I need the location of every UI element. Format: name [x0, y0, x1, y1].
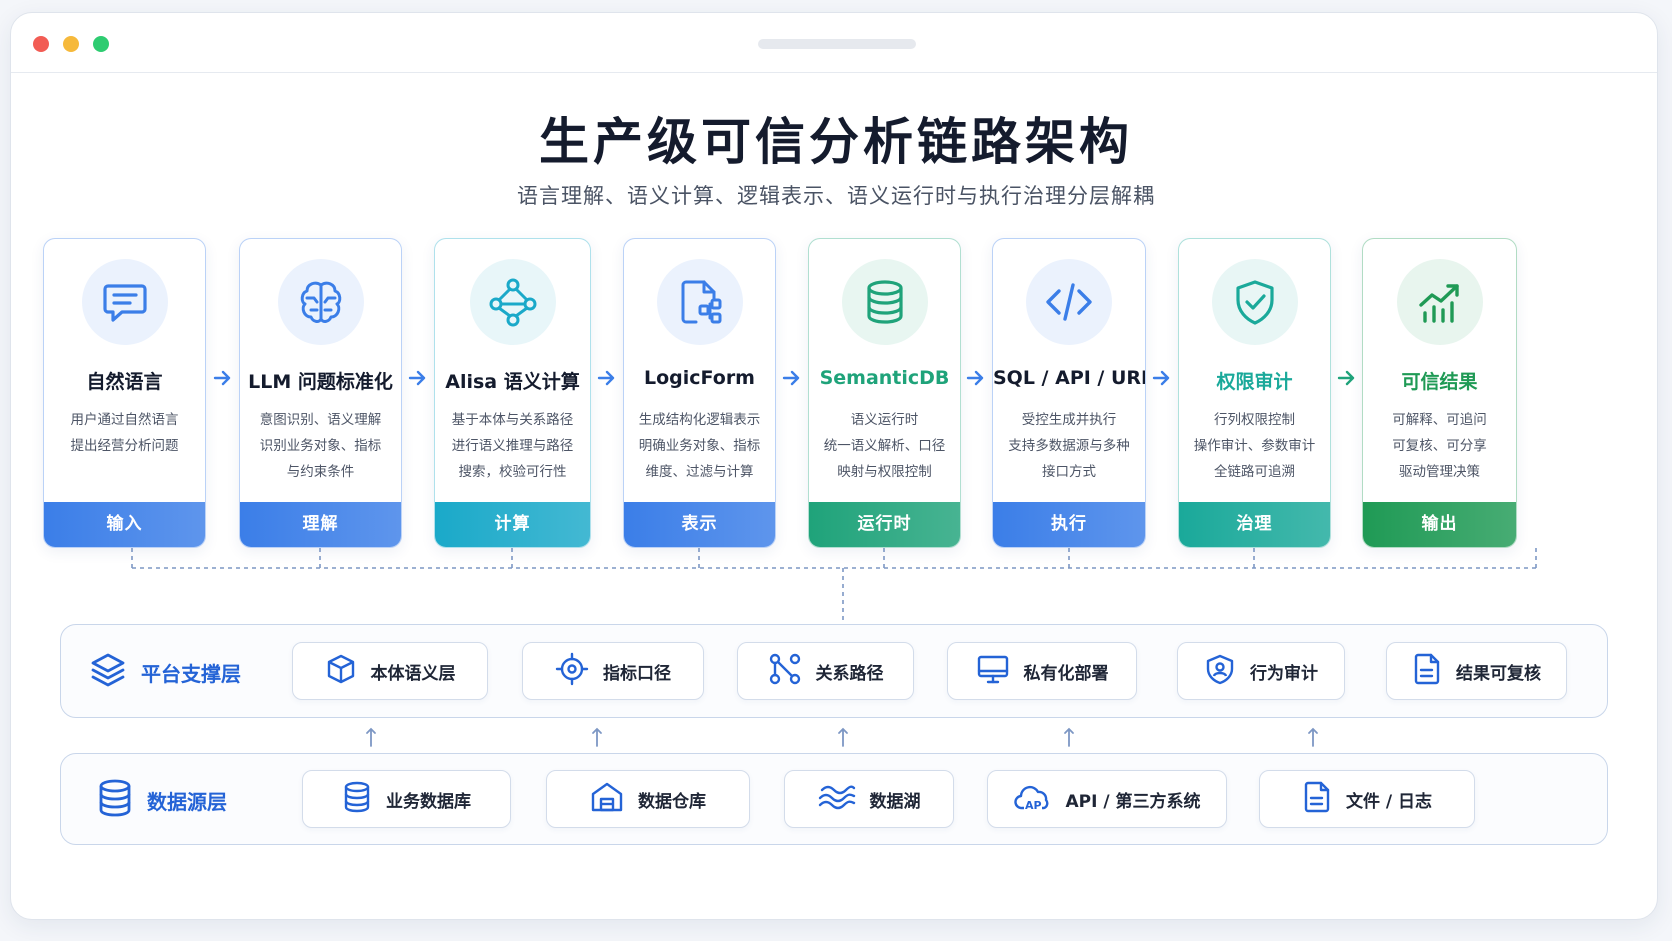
cube-icon	[325, 653, 357, 690]
chat-bubble-icon	[81, 259, 168, 345]
stage-label: 理解	[240, 502, 401, 547]
flow-arrow-icon	[408, 370, 426, 386]
pipeline-card-natural-language[interactable]: 自然语言 用户通过自然语言提出经营分析问题 输入	[43, 238, 206, 548]
monitor-icon	[976, 652, 1010, 691]
database-icon	[97, 778, 133, 823]
page-subtitle: 语言理解、语义计算、逻辑表示、语义运行时与执行治理分层解耦	[517, 184, 1155, 208]
platform-item-metric-definition[interactable]: 指标口径	[522, 642, 704, 700]
card-title: LogicForm	[644, 367, 755, 389]
minimize-window-button[interactable]	[63, 36, 79, 52]
card-description: 可解释、可追问可复核、可分享驱动管理决策	[1392, 412, 1487, 480]
code-icon	[1026, 259, 1112, 345]
data-source-files-logs[interactable]: 文件 / 日志	[1259, 770, 1475, 828]
target-icon	[555, 652, 589, 691]
stage-label: 计算	[435, 502, 590, 547]
stage-label: 输出	[1363, 502, 1516, 547]
address-bar[interactable]	[758, 39, 916, 49]
up-arrow-icon	[366, 727, 376, 747]
data-source-api-third-party[interactable]: AP API / 第三方系统	[987, 770, 1227, 828]
flow-arrow-icon	[1152, 370, 1170, 386]
warehouse-icon	[590, 780, 624, 819]
platform-item-result-reviewable[interactable]: 结果可复核	[1386, 642, 1567, 700]
layer-label: 数据源层	[97, 778, 227, 823]
svg-text:AP: AP	[1025, 799, 1042, 812]
maximize-window-button[interactable]	[93, 36, 109, 52]
flow-arrow-icon	[597, 370, 615, 386]
card-description: 行列权限控制操作审计、参数审计全链路可追溯	[1193, 412, 1316, 480]
card-title: Alisa 语义计算	[445, 371, 580, 393]
pipeline-card-llm-normalization[interactable]: LLM 问题标准化 意图识别、语义理解识别业务对象、指标与约束条件 理解	[239, 238, 402, 548]
shield-check-icon	[1211, 259, 1298, 345]
graph-nodes-icon	[469, 259, 556, 345]
database-icon	[342, 780, 372, 819]
card-description: 语义运行时统一语义解析、口径映射与权限控制	[823, 412, 946, 480]
pipeline-card-logicform[interactable]: LogicForm 生成结构化逻辑表示明确业务对象、指标维度、过滤与计算 表示	[623, 238, 776, 548]
pipeline-card-trusted-result[interactable]: 可信结果 可解释、可追问可复核、可分享驱动管理决策 输出	[1362, 238, 1517, 548]
stage-label: 运行时	[809, 502, 960, 547]
platform-item-ontology-semantic-layer[interactable]: 本体语义层	[292, 642, 488, 700]
up-arrow-icon	[1064, 727, 1074, 747]
card-description: 用户通过自然语言提出经营分析问题	[70, 412, 179, 454]
stage-label: 输入	[44, 502, 205, 547]
flow-arrow-icon	[782, 370, 800, 386]
document-flow-icon	[656, 259, 743, 345]
data-source-data-warehouse[interactable]: 数据仓库	[546, 770, 750, 828]
pipeline-card-alisa-semantic-compute[interactable]: Alisa 语义计算 基于本体与关系路径进行语义推理与路径搜索，校验可行性 计算	[434, 238, 591, 548]
card-title: 权限审计	[1216, 371, 1293, 393]
card-title: SQL / API / URL	[993, 367, 1146, 389]
platform-item-relation-path[interactable]: 关系路径	[737, 642, 914, 700]
brain-icon	[277, 259, 364, 345]
up-arrow-icon	[592, 727, 602, 747]
card-title: SemanticDB	[819, 367, 950, 389]
page-title: 生产级可信分析链路架构	[539, 113, 1133, 171]
data-source-data-lake[interactable]: 数据湖	[784, 770, 954, 828]
file-text-icon	[1302, 780, 1332, 819]
lake-waves-icon	[818, 780, 856, 819]
pipeline-card-semanticdb[interactable]: SemanticDB 语义运行时统一语义解析、口径映射与权限控制 运行时	[808, 238, 961, 548]
file-check-icon	[1412, 652, 1442, 691]
card-description: 基于本体与关系路径进行语义推理与路径搜索，校验可行性	[451, 412, 574, 480]
stage-label: 执行	[993, 502, 1145, 547]
platform-item-behavior-audit[interactable]: 行为审计	[1177, 642, 1345, 700]
layers-icon	[89, 651, 127, 694]
flow-arrow-icon	[1337, 370, 1355, 386]
branch-path-icon	[768, 652, 802, 691]
window-titlebar	[11, 13, 1657, 73]
stage-label: 表示	[624, 502, 775, 547]
card-title: 自然语言	[86, 371, 163, 393]
card-description: 生成结构化逻辑表示明确业务对象、指标维度、过滤与计算	[638, 412, 761, 480]
pipeline-card-sql-api-url[interactable]: SQL / API / URL 受控生成并执行支持多数据源与多种接口方式 执行	[992, 238, 1146, 548]
flow-arrow-icon	[213, 370, 231, 386]
database-icon	[841, 259, 928, 345]
card-title: LLM 问题标准化	[248, 371, 393, 393]
cloud-api-icon: AP	[1013, 781, 1052, 818]
card-description: 受控生成并执行支持多数据源与多种接口方式	[1008, 412, 1130, 480]
platform-item-private-deployment[interactable]: 私有化部署	[947, 642, 1137, 700]
up-arrow-icon	[1308, 727, 1318, 747]
layer-label: 平台支撑层	[89, 651, 241, 694]
close-window-button[interactable]	[33, 36, 49, 52]
user-shield-icon	[1204, 653, 1236, 690]
card-description: 意图识别、语义理解识别业务对象、指标与约束条件	[259, 412, 382, 480]
data-source-business-database[interactable]: 业务数据库	[302, 770, 511, 828]
pipeline-card-permission-audit[interactable]: 权限审计 行列权限控制操作审计、参数审计全链路可追溯 治理	[1178, 238, 1331, 548]
stage-label: 治理	[1179, 502, 1330, 547]
growth-chart-icon	[1396, 259, 1483, 345]
card-title: 可信结果	[1401, 371, 1478, 393]
flow-arrow-icon	[966, 370, 984, 386]
up-arrow-icon	[838, 727, 848, 747]
